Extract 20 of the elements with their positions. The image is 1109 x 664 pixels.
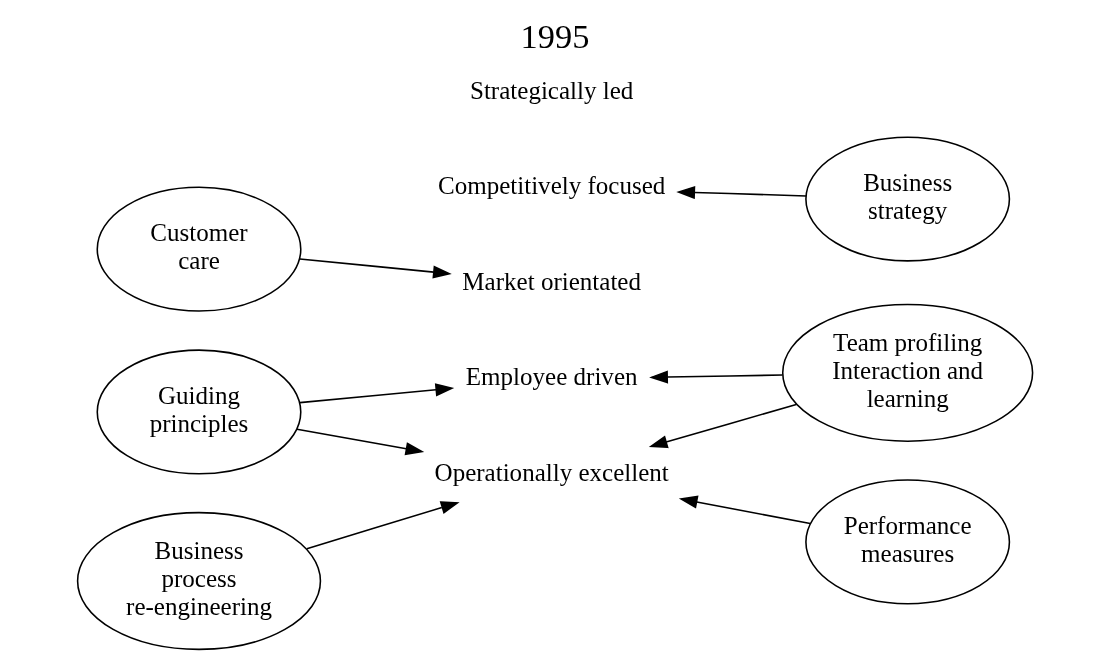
node-ellipse: Performance measures [804,479,1010,605]
node-text: Market orientated [461,267,641,295]
node-ellipse: Business strategy [804,136,1010,262]
node-ellipse: Business process re-engineering [76,511,321,651]
arrow [648,403,797,449]
node-text: Competitively focused [437,172,665,200]
diagram-title: 1995 [520,17,589,56]
node-ellipse: Customer care [96,186,302,312]
node-ellipse: Team profiling Interaction and learning [781,303,1033,442]
arrow [298,258,452,279]
node-text: Employee driven [465,363,638,391]
arrow [305,501,460,550]
arrow [675,185,807,200]
arrow [295,428,424,456]
node-text: Operationally excellent [434,458,669,486]
arrow [298,383,454,404]
arrow [648,370,783,384]
node-ellipse: Guiding principles [96,349,302,475]
node-text: Strategically led [469,76,633,104]
arrow [678,495,811,525]
